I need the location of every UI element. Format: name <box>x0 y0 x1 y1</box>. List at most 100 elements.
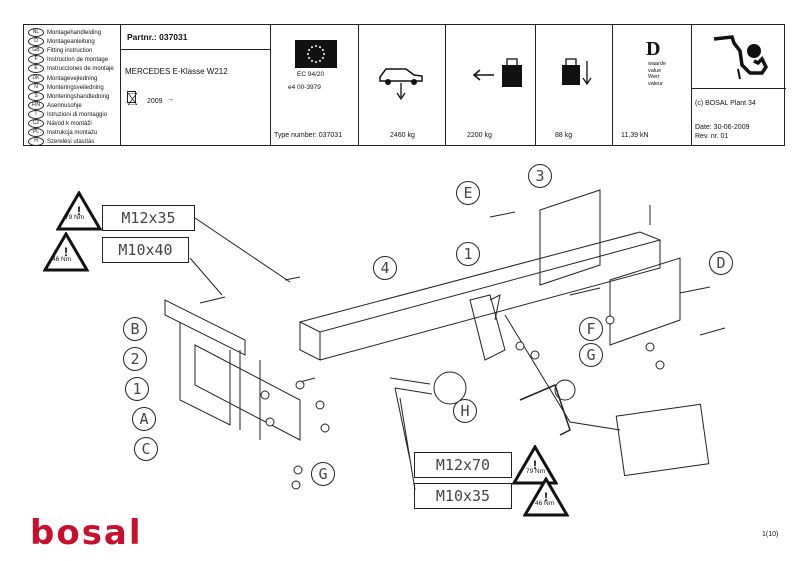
d-value-label: valeur <box>648 80 663 87</box>
callout-c: C <box>134 437 158 461</box>
torque-label: 46 Nm <box>535 500 555 507</box>
left-bracket <box>164 299 246 356</box>
towbar-hook-icon <box>713 35 769 80</box>
bosal-logo: bosal <box>30 513 143 553</box>
language-label: Montageanleitung <box>47 39 95 46</box>
language-code: FIN <box>28 100 44 110</box>
language-code: S <box>28 91 44 101</box>
language-label: Asennusohje <box>47 102 82 109</box>
vertical-load: 88 kg <box>555 132 573 139</box>
svg-text:!: ! <box>64 245 68 259</box>
language-code: GB <box>28 46 44 56</box>
language-code: H <box>28 137 44 147</box>
bolt-spec: M10x35 <box>414 483 512 509</box>
vertical-load-column: 88 kg <box>536 25 613 145</box>
arrow-right-icon: → <box>167 96 174 103</box>
d-value-label: waarde <box>648 61 667 67</box>
callout-f: F <box>579 317 603 341</box>
torque-label: 79 Nm <box>526 468 546 475</box>
language-code: I <box>28 109 44 119</box>
d-value-label: value <box>648 67 662 74</box>
callout-b: B <box>123 317 147 341</box>
right-bracket <box>539 189 601 286</box>
language-label: Instrukcja montażu <box>47 130 98 137</box>
company-column: (c) BOSAL Plant 34 Date: 30-06-2009 Rev.… <box>692 25 786 145</box>
callout-h: H <box>453 399 477 423</box>
bolt-spec: M10x40 <box>102 237 189 263</box>
bolt-spec: M12x70 <box>414 452 512 478</box>
language-label: Instruction de montage <box>47 57 109 64</box>
language-code: CZ <box>28 119 44 128</box>
callout-3: 3 <box>528 164 552 188</box>
towing-weight-column: 2200 kg <box>446 25 536 145</box>
language-label: Fitting instruction <box>47 48 93 55</box>
callout-e: E <box>456 181 480 205</box>
vehicle-weight: 2460 kg <box>390 132 415 139</box>
language-code: D <box>28 37 44 47</box>
callout-4: 4 <box>373 256 397 280</box>
hourglass-icon <box>127 91 138 106</box>
weight-arrow-left-icon <box>472 58 522 87</box>
warning-torque-icon: ! <box>56 191 102 231</box>
svg-text:!: ! <box>544 490 548 504</box>
revision: Rev. nr. 01 <box>695 133 729 140</box>
towing-weight: 2200 kg <box>467 132 492 139</box>
d-value: 11,39 kN <box>621 132 649 139</box>
callout-a: A <box>132 407 156 431</box>
language-label: Montagevejledning <box>47 75 98 82</box>
svg-text:!: ! <box>77 204 81 218</box>
language-code: DK <box>28 73 44 83</box>
vehicle-column: Partnr.: 037031 MERCEDES E-Klasse W212 2… <box>121 25 271 145</box>
callout-1b: 1 <box>456 242 480 266</box>
vehicle-name: MERCEDES E-Klasse W212 <box>125 67 228 76</box>
label-plate <box>615 403 710 477</box>
date: Date: 30-06-2009 <box>695 124 750 131</box>
approval-number: e4 00-3979 <box>288 84 321 91</box>
torque-label: 79 Nm <box>65 214 85 221</box>
vehicle-weight-column: 2460 kg <box>359 25 446 145</box>
car-weight-icon <box>379 68 423 101</box>
d-letter: D <box>646 38 661 60</box>
language-code: E <box>28 64 44 74</box>
year-text: 2009 <box>147 98 163 105</box>
torque-label: 46 Nm <box>52 256 72 263</box>
language-label: Monteringsveiledning <box>47 84 104 91</box>
language-code: F <box>28 55 44 65</box>
language-label: Montagehandleiding <box>47 30 102 37</box>
assembly-diagram <box>164 189 726 491</box>
language-label: Istruzioni di montaggio <box>47 111 108 118</box>
callout-g2: G <box>579 343 603 367</box>
callout-g: G <box>311 462 335 486</box>
ball-mount <box>469 294 506 361</box>
callout-2: 2 <box>123 347 147 371</box>
weight-arrow-down-icon <box>562 58 592 86</box>
eu-flag-icon <box>295 40 337 68</box>
language-label: Instrucciones de montaje <box>47 66 114 73</box>
language-code: NL <box>28 28 44 37</box>
approval-column: EC 94/20 e4 00-3979 Type number: 037031 <box>271 25 359 145</box>
warning-torque-icon: ! <box>43 232 89 272</box>
svg-text:!: ! <box>533 458 537 472</box>
warning-torque-icon: ! <box>512 445 558 485</box>
language-code: N <box>28 82 44 92</box>
language-label: Návod k montáži <box>47 121 92 128</box>
page-number: 1(10) <box>762 531 779 538</box>
d-value-label: Wert <box>648 74 660 80</box>
part-number: Partnr.: 037031 <box>127 32 188 42</box>
callout-d: D <box>709 251 733 275</box>
company: (c) BOSAL Plant 34 <box>695 100 756 107</box>
bolt-spec: M12x35 <box>102 205 195 231</box>
